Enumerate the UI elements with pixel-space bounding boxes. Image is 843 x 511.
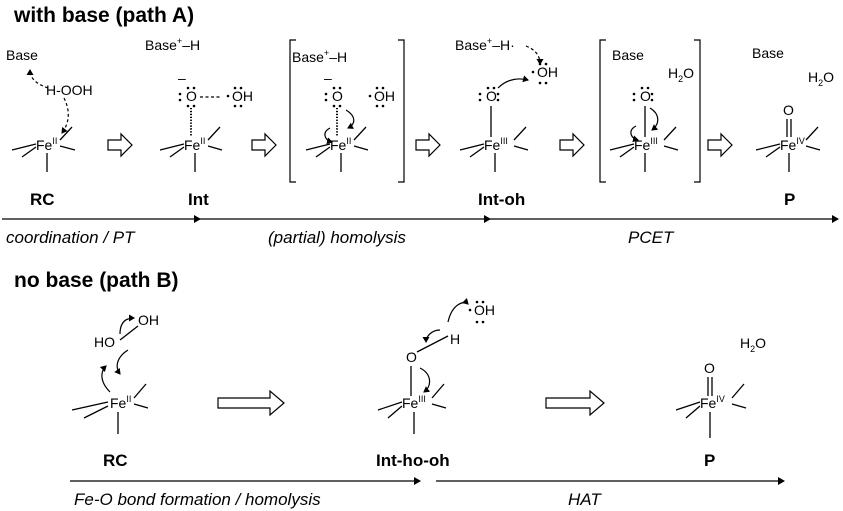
svg-text:OH: OH: [138, 312, 159, 328]
svg-text:OH: OH: [537, 64, 558, 80]
svg-text:FeIV: FeIV: [780, 136, 805, 153]
fe-ii-center: FeII: [305, 126, 369, 172]
fe-ii-center: FeII: [71, 383, 149, 434]
fe-ii-center: FeII: [11, 126, 76, 172]
svg-text:O: O: [332, 88, 343, 104]
svg-text:FeII: FeII: [330, 136, 351, 153]
fe-ii-center: FeII: [159, 126, 223, 172]
label-p-b: P: [704, 451, 715, 470]
int-ho-oh-b-structure: OH H O FeIII: [377, 297, 495, 434]
open-arrow-a3: [415, 132, 441, 158]
svg-text:HO: HO: [94, 334, 115, 350]
svg-text:O: O: [486, 88, 497, 104]
fe-iv-center: FeIV: [755, 126, 821, 172]
svg-text:FeII: FeII: [36, 136, 57, 153]
svg-text:H: H: [450, 331, 460, 347]
p-b-structure: H2O O FeIV: [675, 335, 766, 438]
open-arrow-b2: [545, 389, 605, 417]
rc-a-structure: Base H-OOH FeII: [6, 47, 93, 172]
open-arrow-b1: [217, 389, 285, 417]
svg-text:FeIII: FeIII: [484, 136, 508, 153]
svg-text:–: –: [178, 70, 186, 86]
bracket-left: [599, 39, 606, 183]
fe-iv-center: FeIV: [675, 383, 747, 438]
svg-text:OH: OH: [374, 88, 395, 104]
svg-text:FeIII: FeIII: [402, 394, 426, 411]
label-int-a: Int: [188, 190, 209, 209]
svg-text:O: O: [406, 349, 417, 365]
svg-text:FeIII: FeIII: [634, 136, 658, 153]
fe-iii-center: FeIII: [377, 383, 447, 434]
transition-state-2: Base H2O O FeIII: [599, 39, 701, 183]
fe-iii-center: FeIII: [609, 126, 679, 172]
coordination-arrow: [61, 97, 69, 134]
svg-text:Base: Base: [752, 45, 784, 61]
bracket-right: [398, 39, 405, 183]
label-int-oh-a: Int-oh: [478, 190, 525, 209]
hydroxyl-label: OH: [232, 88, 253, 104]
proton-transfer-arrow: [26, 69, 49, 89]
label-int-ho-oh-b: Int-ho-oh: [376, 451, 450, 470]
svg-text:Base+–H: Base+–H: [145, 36, 200, 53]
svg-text:H2O: H2O: [668, 65, 694, 84]
open-arrow-a5: [707, 132, 733, 158]
process-a-1: coordination / PT: [6, 228, 136, 247]
path-b-title: no base (path B): [14, 269, 179, 292]
open-arrow-a1: [107, 132, 133, 158]
svg-text:FeII: FeII: [110, 394, 131, 411]
svg-text:FeII: FeII: [184, 136, 205, 153]
transition-state-1: Base+–H – O OH FeII: [289, 39, 405, 183]
label-p-a: P: [784, 190, 795, 209]
oxide-o: O: [186, 88, 197, 104]
open-arrow-a2: [251, 132, 277, 158]
svg-text:H2O: H2O: [740, 335, 766, 354]
svg-text:Base+–H: Base+–H: [292, 48, 347, 65]
label-rc-a: RC: [30, 190, 55, 209]
process-b-2: HAT: [568, 490, 602, 509]
rc-b-structure: OH HO FeII: [71, 312, 159, 434]
svg-text:OH: OH: [474, 302, 495, 318]
svg-text:FeIV: FeIV: [700, 394, 725, 411]
svg-text:Base: Base: [612, 47, 644, 63]
bracket-right: [694, 39, 701, 183]
base-label: Base: [6, 47, 38, 63]
svg-text:Base+–H·: Base+–H·: [455, 36, 515, 53]
svg-text:H2O: H2O: [808, 69, 834, 88]
process-a-2: (partial) homolysis: [268, 228, 406, 247]
bracket-left: [289, 39, 296, 183]
svg-text:O: O: [783, 102, 794, 118]
process-a-3: PCET: [628, 228, 675, 247]
svg-text:O: O: [640, 88, 651, 104]
label-rc-b: RC: [103, 451, 128, 470]
int-oh-a-structure: Base+–H· OH O FeIII: [455, 36, 558, 172]
p-a-structure: Base H2O O FeIV: [752, 45, 834, 172]
path-a-title: with base (path A): [13, 4, 194, 27]
svg-text:–: –: [324, 70, 332, 86]
hooh-label: H-OOH: [46, 82, 93, 98]
svg-text:O: O: [704, 360, 715, 376]
int-a-structure: Base+–H – O OH FeII: [145, 36, 253, 172]
fe-iii-center: FeIII: [459, 126, 529, 172]
process-b-1: Fe-O bond formation / homolysis: [74, 490, 321, 509]
open-arrow-a4: [559, 132, 585, 158]
